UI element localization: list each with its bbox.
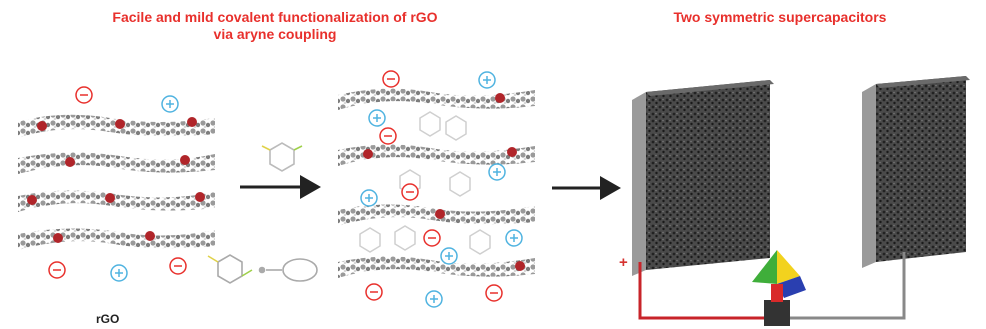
reagent-molecules [207,254,318,284]
charge-negative-icon [401,183,419,201]
rgo-sheet [338,88,535,110]
functionalized-rgo-stack [338,88,535,278]
right-title: Two symmetric supercapacitors [673,9,887,25]
charge-negative-icon [365,283,383,301]
charge-positive-icon [425,290,443,308]
charge-positive-icon [478,71,496,89]
led-device-icon [752,250,806,326]
charge-negative-icon [169,257,187,275]
charge-positive-icon [505,229,523,247]
rgo-sheet [18,190,215,212]
wire-negative [790,252,906,320]
charge-negative-icon [48,261,66,279]
left-title-line1: Facile and mild covalent functionalizati… [112,9,438,25]
charge-negative-icon [382,70,400,88]
charge-negative-icon [485,284,503,302]
rgo-sheet [18,228,215,250]
charge-negative-icon [379,127,397,145]
charge-negative-icon [75,86,93,104]
charge-positive-icon [360,189,378,207]
charge-negative-icon [423,229,441,247]
positive-terminal-label: + [619,254,628,271]
rgo-sheet [18,152,215,174]
charge-positive-icon [440,247,458,265]
charge-positive-icon [161,95,179,113]
rgo-sheet [18,114,215,138]
rgo-stack [18,114,215,250]
rgo-sheet [338,256,535,278]
left-title-line2: via aryne coupling [213,26,337,42]
rgo-label: rGO [96,312,120,326]
rgo-sheet [338,204,535,226]
rgo-sheet [338,144,535,166]
grafted-aryl-rings [359,111,491,255]
charge-positive-icon [368,109,386,127]
negative-terminal-label: – [924,246,933,263]
electrode-left [632,80,774,276]
wire-positive [638,262,764,320]
aryne-precursor-molecule [261,142,303,172]
electrode-right [862,76,970,268]
left-title: Facile and mild covalent functionalizati… [40,9,510,43]
charge-positive-icon [110,264,128,282]
charge-positive-icon [488,163,506,181]
